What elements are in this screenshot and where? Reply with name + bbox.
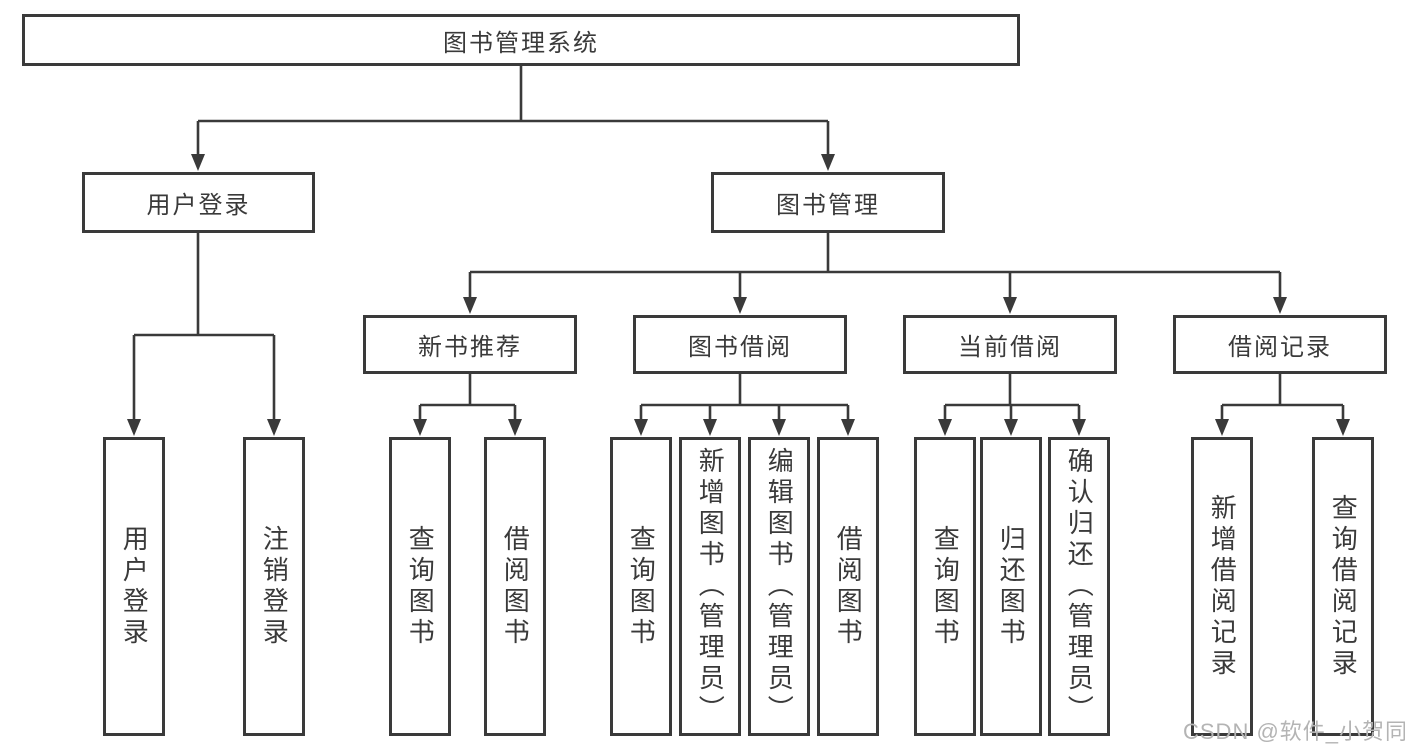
leaf-query-books-borrow-label: 查询图书 xyxy=(626,524,657,649)
leaf-query-books-recommend: 查询图书 xyxy=(389,437,451,736)
leaf-edit-books-admin: 编辑图书（管理员） xyxy=(748,437,810,736)
leaf-borrow-books-label: 借阅图书 xyxy=(833,524,864,649)
node-user-login-label: 用户登录 xyxy=(146,192,251,219)
leaf-return-books: 归还图书 xyxy=(980,437,1042,736)
node-root-label: 图书管理系统 xyxy=(443,29,599,57)
node-book-borrowing-label: 图书借阅 xyxy=(688,334,792,361)
leaf-add-borrow-record: 新增借阅记录 xyxy=(1191,437,1253,736)
leaf-query-borrow-record-label: 查询借阅记录 xyxy=(1328,493,1359,680)
leaf-borrow-books: 借阅图书 xyxy=(817,437,879,736)
node-book-management-label: 图书管理 xyxy=(776,192,880,219)
node-new-book-recommend: 新书推荐 xyxy=(363,315,577,374)
node-borrowing-records: 借阅记录 xyxy=(1173,315,1387,374)
leaf-user-login: 用户登录 xyxy=(103,437,165,736)
leaf-query-borrow-record: 查询借阅记录 xyxy=(1312,437,1374,736)
leaf-add-borrow-record-label: 新增借阅记录 xyxy=(1207,493,1238,680)
node-book-management: 图书管理 xyxy=(711,172,945,233)
node-root: 图书管理系统 xyxy=(22,14,1020,66)
leaf-query-books-borrow: 查询图书 xyxy=(610,437,672,736)
node-book-borrowing: 图书借阅 xyxy=(633,315,847,374)
leaf-add-books-admin: 新增图书（管理员） xyxy=(679,437,741,736)
leaf-query-books-current: 查询图书 xyxy=(914,437,976,736)
node-current-borrowing: 当前借阅 xyxy=(903,315,1117,374)
leaf-confirm-return-admin: 确认归还（管理员） xyxy=(1048,437,1110,736)
leaf-borrow-books-recommend: 借阅图书 xyxy=(484,437,546,736)
node-new-book-recommend-label: 新书推荐 xyxy=(418,334,522,361)
leaf-query-books-current-label: 查询图书 xyxy=(930,524,961,649)
leaf-return-books-label: 归还图书 xyxy=(996,524,1027,649)
leaf-borrow-books-recommend-label: 借阅图书 xyxy=(500,524,531,649)
leaf-query-books-recommend-label: 查询图书 xyxy=(405,524,436,649)
leaf-add-books-admin-label: 新增图书（管理员） xyxy=(695,447,726,726)
leaf-user-login-label: 用户登录 xyxy=(119,524,150,649)
leaf-logout-label: 注销登录 xyxy=(259,524,290,649)
node-borrowing-records-label: 借阅记录 xyxy=(1228,334,1332,361)
leaf-logout: 注销登录 xyxy=(243,437,305,736)
node-current-borrowing-label: 当前借阅 xyxy=(958,334,1062,361)
csdn-watermark: CSDN @软件_小贺同学 xyxy=(1183,719,1405,744)
leaf-confirm-return-admin-label: 确认归还（管理员） xyxy=(1064,447,1095,726)
leaf-edit-books-admin-label: 编辑图书（管理员） xyxy=(764,447,795,726)
node-user-login: 用户登录 xyxy=(82,172,315,233)
tree-edges xyxy=(132,66,1345,423)
